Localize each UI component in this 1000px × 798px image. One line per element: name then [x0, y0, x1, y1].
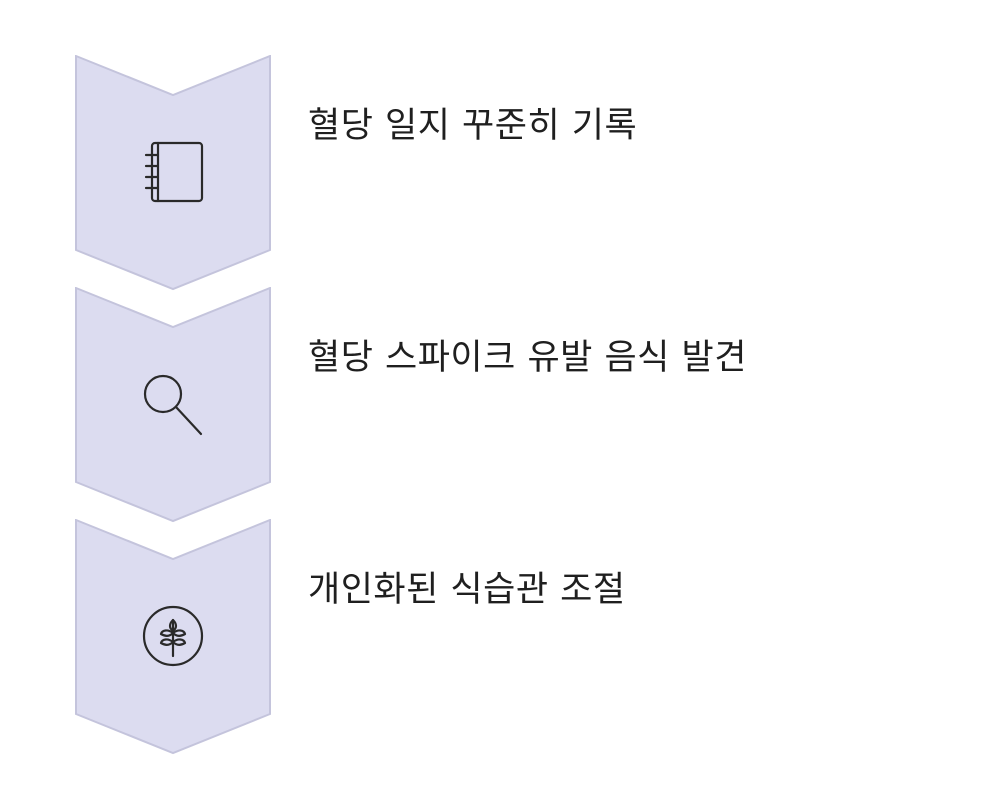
step-label-2: 혈당 스파이크 유발 음식 발견 [308, 338, 747, 378]
step-chevron-1 [75, 55, 271, 291]
wheat-icon [137, 600, 209, 672]
notebook-icon [137, 136, 209, 208]
step-label-3: 개인화된 식습관 조절 [308, 570, 626, 610]
search-icon [137, 368, 209, 440]
step-label-1: 혈당 일지 꾸준히 기록 [308, 106, 638, 146]
step-chevron-2 [75, 287, 271, 523]
